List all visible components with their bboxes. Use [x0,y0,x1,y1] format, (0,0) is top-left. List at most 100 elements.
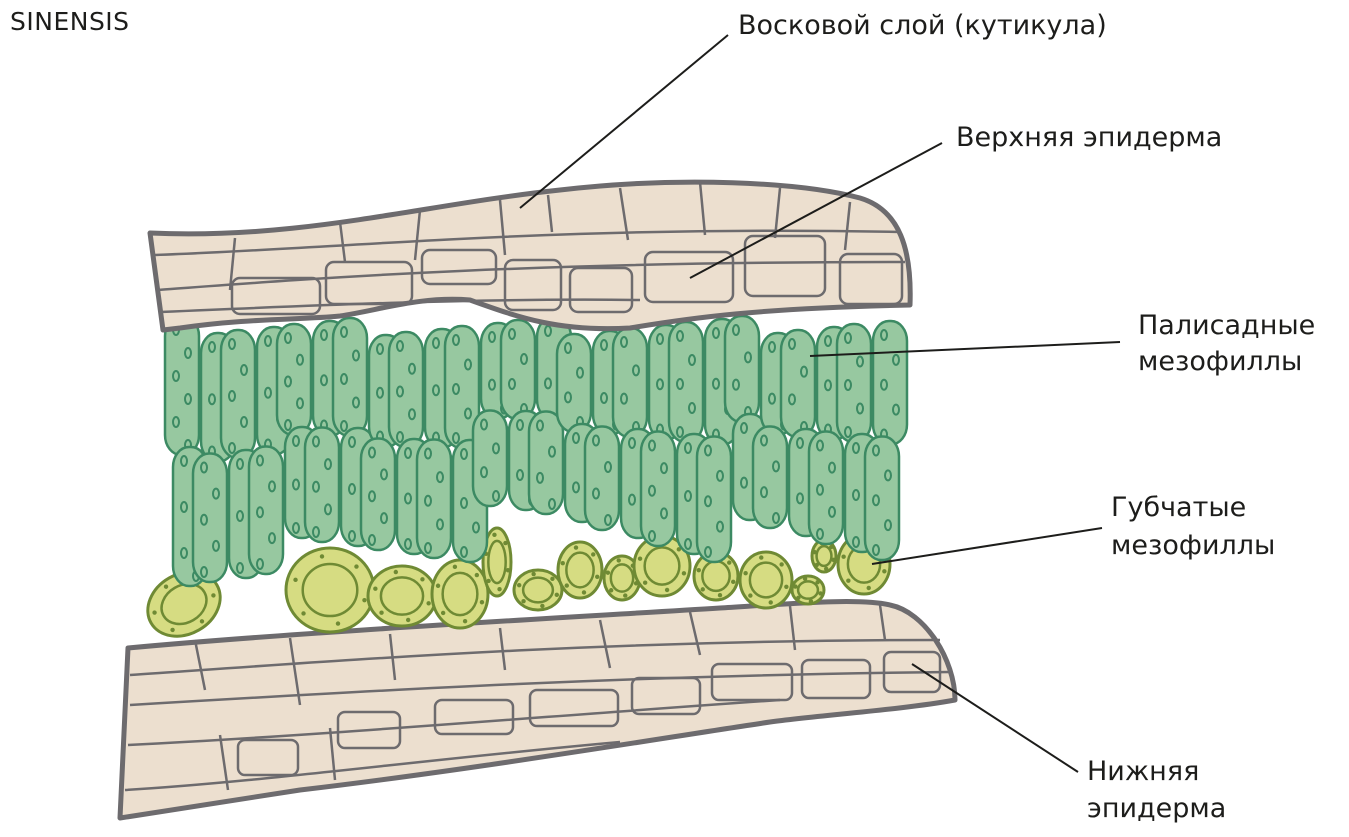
spongy-chloroplast [591,552,596,557]
palisade-chloroplast [544,325,552,337]
palisade-chloroplast [488,378,496,391]
spongy-chloroplast [831,557,836,563]
upper-epidermis-cell [743,234,827,298]
spongy-cell-wall [430,558,490,630]
spongy-chloroplast [802,576,808,582]
upper-epidermis-wall [698,181,707,236]
palisade-chloroplast [816,439,824,452]
palisade-chloroplast [536,419,544,432]
palisade-chloroplast [228,338,236,350]
palisade-chloroplast [180,455,188,467]
spongy-chloroplast [505,568,511,573]
spongy-cell [738,550,794,610]
upper-epidermis-cell [420,248,498,286]
lower-epidermis-wall [124,740,621,792]
upper-epidermis-wall [546,194,554,233]
spongy-chloroplast [623,593,628,598]
palisade-chloroplast [732,378,740,391]
lower-epidermis-cell [236,738,300,777]
palisade-chloroplast [432,337,440,349]
palisade-chloroplast [452,334,460,346]
palisade-chloroplast [536,471,544,484]
palisade-chloroplast [208,341,216,353]
spongy-chloroplast [717,592,723,598]
upper-epidermis-cell [838,252,904,306]
palisade-chloroplast [340,326,348,338]
spongy-cell [790,574,826,606]
palisade-cell [583,425,621,532]
palisade-chloroplast [212,487,220,500]
palisade-cell [779,328,817,439]
palisade-chloroplast [800,365,808,378]
lower-epidermis-wall [598,619,612,669]
spongy-chloroplast [829,544,834,550]
palisade-chloroplast [856,355,864,368]
palisade-chloroplast [284,375,292,388]
spongy-chloroplast [560,561,565,566]
palisade-chloroplast [844,426,852,438]
palisade-chloroplast [628,437,636,449]
spongy-chloroplast [581,590,587,595]
palisade-chloroplast [436,518,444,531]
lower-epidermis-wall [328,727,337,781]
palisade-chloroplast [520,353,528,365]
palisade-chloroplast [796,492,804,505]
spongy-chloroplast [564,583,569,588]
palisade-chloroplast [408,362,416,375]
palisade-chloroplast [348,483,356,495]
spongy-cell [481,526,513,598]
palisade-cell [415,438,453,560]
spongy-chloroplast [426,601,431,606]
palisade-chloroplast [352,396,360,409]
upper-epidermis-wall [843,201,852,251]
lower-epidermis-cell [336,710,402,750]
palisade-chloroplast [396,385,404,398]
palisade-chloroplast [884,519,892,532]
palisade-chloroplast [200,566,208,578]
palisade-chloroplast [872,494,880,507]
palisade-chloroplast [320,329,328,341]
palisade-cell [871,319,909,446]
palisade-chloroplast [620,336,628,348]
lower-epidermis-wall [218,734,230,791]
spongy-chloroplast [492,532,497,538]
palisade-chloroplast [788,338,796,350]
spongy-chloroplast [727,560,732,565]
lower-epidermis-wall [688,611,702,656]
palisade-cell [639,430,677,548]
palisade-chloroplast [684,490,692,502]
palisade-chloroplast [348,436,356,448]
spongy-cell-vacuole [796,580,820,600]
palisade-chloroplast [284,419,292,431]
spongy-cell-vacuole [565,551,595,589]
spongy-chloroplast [540,603,545,609]
spongy-chloroplast [815,579,820,585]
palisade-chloroplast [200,513,208,526]
palisade-chloroplast [796,437,804,449]
upper-epidermis-wall [413,209,422,261]
lower-epidermis-wall [498,627,507,671]
palisade-chloroplast [760,486,768,499]
spongy-cell [512,568,564,612]
palisade-chloroplast [628,493,636,506]
spongy-chloroplast [435,583,441,588]
spongy-cell [556,540,604,600]
palisade-chloroplast [688,354,696,366]
spongy-cell-wall [556,540,604,600]
palisade-chloroplast [824,379,832,392]
spongy-chloroplast [516,582,522,588]
label-palisade-line1: Палисадные [1138,310,1316,341]
spongy-chloroplast [664,587,670,593]
palisade-chloroplast [376,343,384,355]
palisade-chloroplast [460,448,468,460]
palisade-chloroplast [740,476,748,489]
spongy-chloroplast [784,584,789,589]
spongy-cell-wall [284,546,376,634]
spongy-chloroplast [497,586,502,592]
palisade-cell [499,318,537,421]
palisade-chloroplast [284,332,292,344]
palisade-chloroplast [844,379,852,391]
spongy-cell [366,564,438,628]
spongy-chloroplast [823,566,829,571]
palisade-chloroplast [676,330,684,342]
